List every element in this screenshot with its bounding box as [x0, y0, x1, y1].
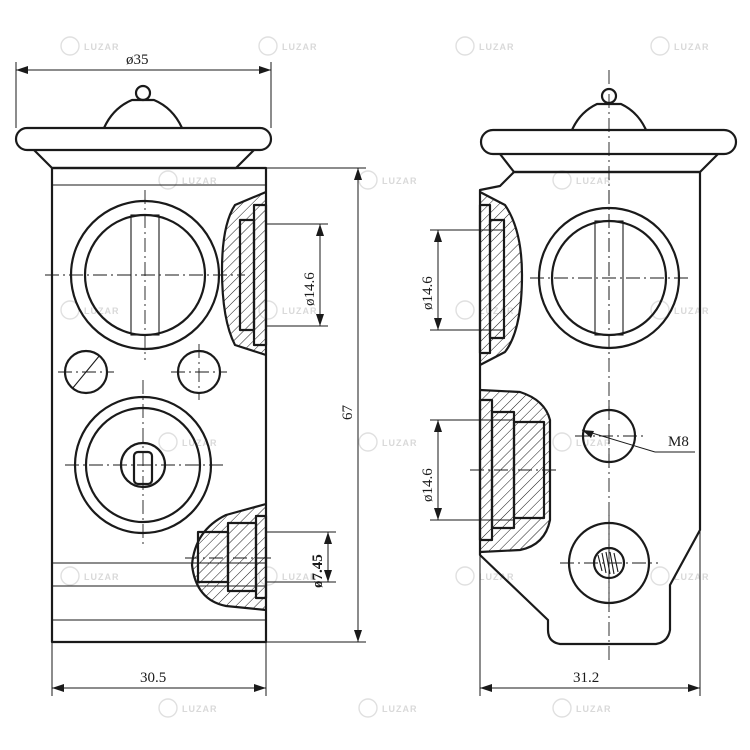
- watermark-logo: LUZAR: [60, 36, 120, 56]
- left-side-section-lower: [185, 502, 275, 612]
- m8-label: M8: [668, 434, 689, 450]
- watermark-text: LUZAR: [84, 306, 120, 316]
- watermark-logo: LUZAR: [358, 698, 418, 718]
- left-upper-port: [45, 190, 245, 360]
- right-m8-hole: [575, 400, 645, 472]
- watermark-text: LUZAR: [182, 176, 218, 186]
- dim-right-width: 31.2: [479, 530, 701, 696]
- watermark-logo: LUZAR: [158, 698, 218, 718]
- left-cap: [14, 84, 273, 170]
- dim-right-lower-port: ø14.6: [420, 419, 514, 521]
- dim-right-lower-port-label: ø14.6: [420, 468, 436, 502]
- watermark-text: LUZAR: [84, 42, 120, 52]
- watermark-text: LUZAR: [182, 704, 218, 714]
- dim-small-port-label: ø7.45: [310, 554, 326, 588]
- dim-right-upper-port-label: ø14.6: [420, 276, 436, 310]
- watermark-layer: LUZAR LUZAR LUZAR LUZAR LUZAR LUZAR LUZA…: [60, 36, 710, 718]
- watermark-logo: LUZAR: [552, 432, 612, 452]
- dim-small-port: ø7.45: [266, 531, 336, 588]
- watermark-logo: LUZAR: [455, 566, 515, 586]
- watermark-logo: LUZAR: [158, 432, 218, 452]
- watermark-logo: LUZAR: [552, 698, 612, 718]
- left-lower-port: [65, 380, 225, 545]
- watermark-text: LUZAR: [382, 176, 418, 186]
- watermark-text: LUZAR: [674, 572, 710, 582]
- watermark-logo: LUZAR: [60, 566, 120, 586]
- watermark-text: LUZAR: [382, 438, 418, 448]
- watermark-logo: LUZAR: [650, 300, 710, 320]
- left-side-section-upper: [220, 190, 268, 357]
- watermark-text: LUZAR: [674, 42, 710, 52]
- right-upper-port: [530, 190, 690, 360]
- dim-left-width-label: 30.5: [140, 670, 166, 686]
- watermark-text: LUZAR: [576, 438, 612, 448]
- left-view: ø35 30.5 67 ø14.6: [14, 52, 366, 696]
- watermark-logo: LUZAR: [358, 432, 418, 452]
- watermark-text: LUZAR: [576, 704, 612, 714]
- watermark-text: LUZAR: [282, 306, 318, 316]
- right-view: M8 ø14.6 ø14.6 31.2: [420, 70, 738, 696]
- right-side-section-lower: [470, 388, 560, 554]
- dim-left-port-label: ø14.6: [302, 272, 318, 306]
- right-cap: [479, 87, 738, 174]
- watermark-text: LUZAR: [479, 42, 515, 52]
- watermark-logo: LUZAR: [650, 36, 710, 56]
- watermark-text: LUZAR: [182, 438, 218, 448]
- right-body: [478, 170, 702, 646]
- dim-height: 67: [266, 167, 366, 643]
- dim-right-width-label: 31.2: [573, 670, 599, 686]
- dim-height-label: 67: [340, 405, 356, 421]
- watermark-logo: LUZAR: [60, 300, 120, 320]
- watermark-logo: LUZAR: [158, 170, 218, 190]
- watermark-logo: LUZAR: [552, 170, 612, 190]
- dim-left-width: 30.5: [51, 642, 267, 696]
- right-side-section-upper: [478, 191, 524, 366]
- dim-top-diameter-label: ø35: [126, 52, 149, 68]
- watermark-logo: LUZAR: [258, 36, 318, 56]
- watermark-text: LUZAR: [674, 306, 710, 316]
- watermark-text: LUZAR: [382, 704, 418, 714]
- left-small-holes: [58, 344, 227, 400]
- m8-leader: M8: [581, 429, 695, 453]
- watermark-logo: LUZAR: [358, 170, 418, 190]
- watermark-logo: LUZAR: [455, 36, 515, 56]
- watermark-text: LUZAR: [84, 572, 120, 582]
- dim-top-diameter: ø35: [15, 52, 272, 128]
- watermark-text: LUZAR: [576, 176, 612, 186]
- watermark-logo: LUZAR: [650, 566, 710, 586]
- dim-left-port: ø14.6: [266, 223, 328, 327]
- watermark-text: LUZAR: [282, 42, 318, 52]
- watermark-text: LUZAR: [282, 572, 318, 582]
- left-body: [50, 166, 268, 644]
- dim-right-upper-port: ø14.6: [420, 229, 504, 331]
- watermark-text: LUZAR: [479, 572, 515, 582]
